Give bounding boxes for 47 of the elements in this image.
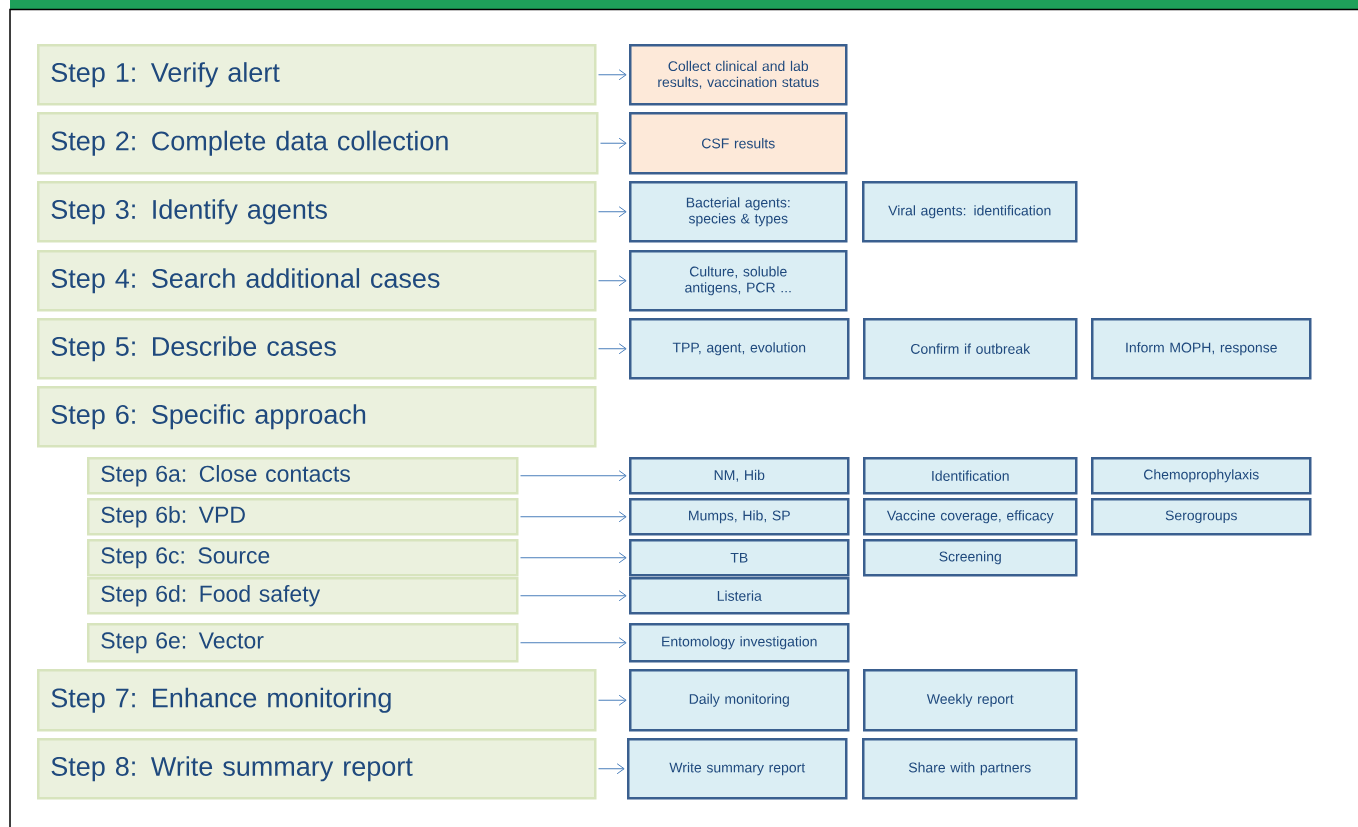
substep-box: Step 6b: VPD — [87, 498, 519, 536]
step-box: Step 2: Complete data collection — [37, 112, 599, 175]
detail-box: Serogroups — [1091, 498, 1312, 536]
detail-box: Culture, soluble antigens, PCR ... — [629, 250, 848, 312]
arrow — [520, 637, 627, 649]
detail-box: Inform MOPH, response — [1091, 318, 1312, 380]
substep-box: Step 6a: Close contacts — [87, 457, 519, 495]
step-box: Step 4: Search additional cases — [37, 250, 597, 312]
substep-box: Step 6e: Vector — [87, 623, 519, 663]
detail-box: Viral agents: identification — [862, 181, 1078, 243]
detail-box: Vaccine coverage, efficacy — [863, 498, 1078, 536]
arrow — [598, 694, 627, 706]
step-box: Step 5: Describe cases — [37, 318, 597, 380]
step-box: Step 3: Identify agents — [37, 181, 597, 243]
arrow — [598, 206, 627, 218]
arrow — [598, 69, 627, 81]
arrow — [598, 343, 627, 355]
arrow — [520, 590, 627, 602]
arrow — [600, 137, 627, 149]
step-box: Step 1: Verify alert — [37, 44, 597, 106]
substep-box: Step 6c: Source — [87, 539, 519, 577]
detail-box: Share with partners — [862, 738, 1078, 800]
detail-box: Confirm if outbreak — [863, 318, 1078, 380]
arrow — [520, 470, 627, 482]
detail-box: Entomology investigation — [629, 623, 850, 663]
arrow — [520, 552, 627, 564]
arrow — [598, 763, 625, 775]
substep-box: Step 6d: Food safety — [87, 577, 519, 615]
detail-box: Weekly report — [863, 669, 1078, 732]
detail-box: Collect clinical and lab results, vaccination status — [629, 44, 848, 106]
detail-box: TB — [629, 539, 850, 577]
arrow — [598, 275, 627, 287]
detail-box: Bacterial agents: species & types — [629, 181, 848, 243]
step-box: Step 6: Specific approach — [37, 386, 597, 448]
detail-box: CSF results — [629, 112, 848, 175]
detail-box: NM, Hib — [629, 457, 850, 495]
detail-box: Listeria — [629, 577, 850, 615]
detail-box: Write summary report — [627, 738, 848, 800]
arrow — [520, 511, 627, 523]
detail-box: Chemoprophylaxis — [1091, 457, 1312, 495]
detail-box: Mumps, Hib, SP — [629, 498, 850, 536]
step-box: Step 7: Enhance monitoring — [37, 669, 597, 732]
detail-box: Screening — [863, 539, 1078, 577]
detail-box: TPP, agent, evolution — [629, 318, 850, 380]
detail-box: Daily monitoring — [629, 669, 850, 732]
step-box: Step 8: Write summary report — [37, 738, 597, 800]
detail-box: Identification — [863, 457, 1078, 495]
